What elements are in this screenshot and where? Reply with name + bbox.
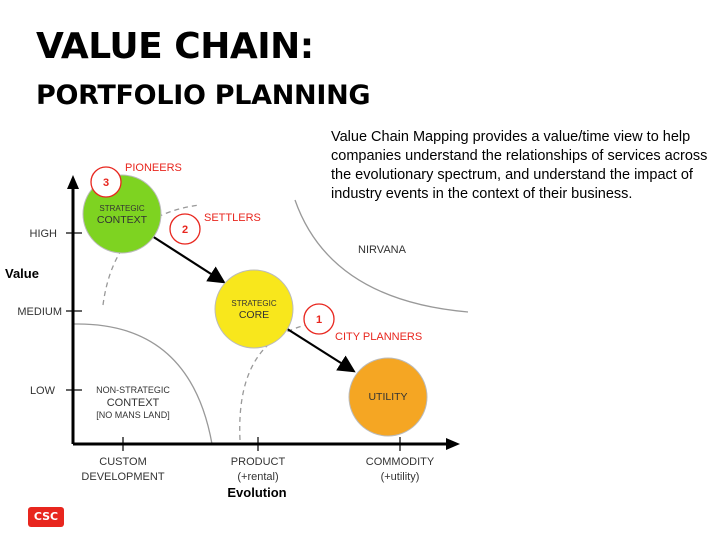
y-axis-label: Value [5,266,39,281]
region-label-nirvana: NIRVANA [358,244,407,256]
x-tick-label-commodity-line2: (+utility) [381,471,420,483]
y-axis-arrowhead [67,175,79,189]
marker-pioneers-number: 3 [103,177,109,189]
non-strategic-boundary-curve [73,323,213,445]
strategic-core-label-line2: CORE [239,309,269,321]
marker-city-planners-number: 1 [316,314,322,326]
x-tick-label-product-line2: (+rental) [237,471,278,483]
region-label-no-mans-land: [NO MANS LAND] [96,410,170,420]
csc-logo: CSC [28,507,64,527]
marker-pioneers-label: PIONEERS [125,162,182,174]
x-tick-label-product-line1: PRODUCT [231,456,286,468]
nirvana-boundary-curve [294,199,469,313]
marker-pioneers: 3 PIONEERS [90,162,182,198]
arrow-core-to-utility [280,324,356,373]
y-tick-label-high: HIGH [30,228,58,240]
x-tick-label-commodity-line1: COMMODITY [366,456,435,468]
y-tick-label-medium: MEDIUM [17,306,62,318]
x-tick-label-custom-line1: CUSTOM [99,456,146,468]
marker-city-planners-circle [303,303,335,335]
marker-settlers: 2 SETTLERS [169,212,261,245]
strategic-core-label-line1: STRATEGIC [231,299,276,308]
utility-circle [348,357,428,437]
marker-city-planners-label: CITY PLANNERS [335,331,422,343]
slide-title-line2: PORTFOLIO PLANNING [36,80,371,111]
region-label-context: CONTEXT [107,397,160,409]
x-axis-label: Evolution [227,485,286,500]
settlers-dashed-curve [102,204,201,306]
marker-pioneers-circle [90,166,122,198]
x-axis-arrowhead [446,438,460,450]
marker-settlers-circle [169,213,201,245]
marker-city-planners: 1 CITY PLANNERS [303,303,422,343]
arrow-context-to-core [151,235,226,284]
x-tick-label-custom-line2: DEVELOPMENT [81,471,164,483]
y-tick-label-low: LOW [30,385,56,397]
strategic-core-circle [214,269,294,349]
region-label-non-strategic: NON-STRATEGIC [96,385,170,395]
marker-settlers-number: 2 [182,224,188,236]
description-text: Value Chain Mapping provides a value/tim… [331,129,708,202]
node-strategic-core: STRATEGIC CORE [214,269,294,349]
node-utility: UTILITY [348,357,428,437]
slide-title-line1: VALUE CHAIN: [36,26,314,67]
marker-settlers-label: SETTLERS [204,212,261,224]
strategic-context-label-line1: STRATEGIC [99,204,144,213]
utility-label: UTILITY [368,391,407,403]
strategic-context-label-line2: CONTEXT [97,214,148,226]
